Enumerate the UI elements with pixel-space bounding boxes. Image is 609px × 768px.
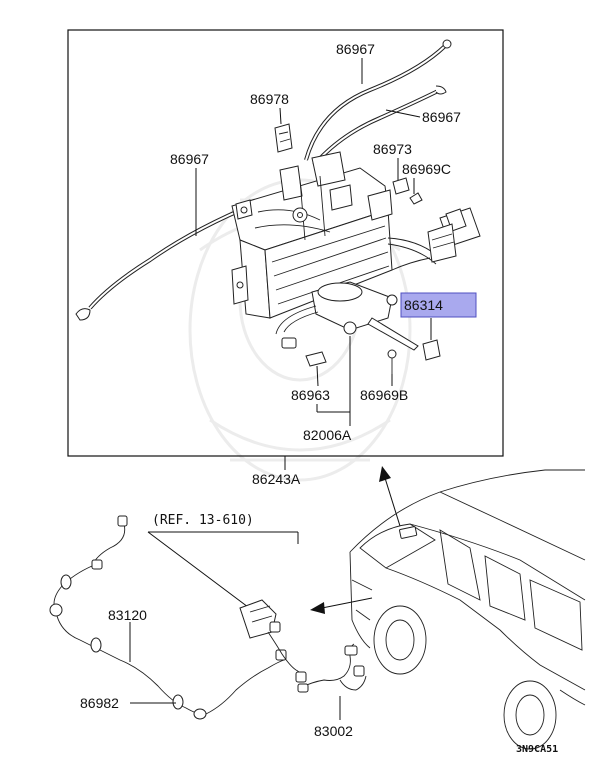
label-harness-main: 83120	[108, 607, 147, 623]
screw-86969b	[387, 349, 397, 374]
label-cable-left: 86967	[170, 151, 209, 167]
label-control-assy: 86243A	[252, 471, 301, 487]
label-screw-b: 86969B	[360, 387, 408, 403]
label-cable-top-2: 86967	[422, 109, 461, 125]
leader-lines-bottom	[129, 622, 341, 720]
reference-leader	[147, 531, 299, 611]
label-screw-c: 86969C	[402, 161, 451, 177]
cable-top-1	[304, 39, 452, 161]
nut-86963	[305, 351, 327, 367]
label-clip: 86978	[250, 91, 289, 107]
connector-harness	[387, 207, 481, 265]
actuator-motor	[275, 257, 431, 351]
harness-main	[49, 515, 307, 720]
part-86314	[422, 339, 441, 361]
arrow-to-box	[379, 466, 401, 527]
label-bracket: 86973	[373, 141, 412, 157]
cable-top-2	[312, 85, 447, 167]
harness-sub	[297, 643, 367, 693]
arrow-to-harness	[310, 597, 373, 614]
leader-lines-top	[195, 58, 432, 426]
label-grommet: 86982	[80, 695, 119, 711]
label-actuator: 82006A	[303, 427, 352, 443]
label-reference: (REF. 13-610)	[152, 513, 254, 528]
clip-86978	[274, 123, 293, 153]
label-cable-top-1: 86967	[336, 41, 375, 57]
heater-control-body	[231, 151, 393, 319]
label-harness-sub: 83002	[314, 723, 353, 739]
highlight-box	[400, 292, 477, 318]
diagram-code: 3N9CA51	[516, 744, 558, 755]
screw-86969c	[409, 192, 423, 205]
vehicle-outline	[349, 469, 586, 750]
label-nut: 86963	[291, 387, 330, 403]
bracket-86973	[392, 177, 410, 195]
label-highlight-part: 86314	[404, 297, 443, 313]
